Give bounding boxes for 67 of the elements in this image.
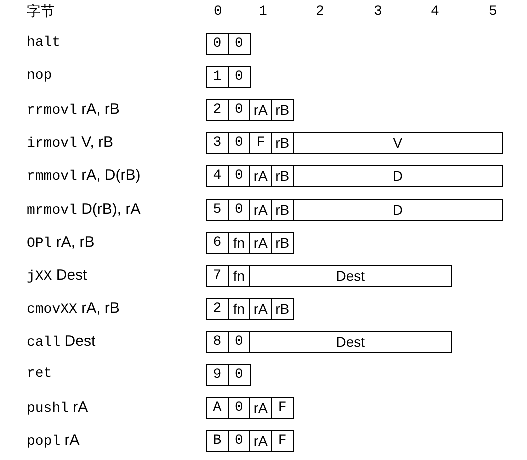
instruction-label: cmovXX rA, rB xyxy=(27,300,120,318)
encoding-cell: rA xyxy=(249,430,272,452)
encoding-cell: 0 xyxy=(228,430,251,452)
encoding-cell: 1 xyxy=(206,66,229,88)
encoding-cell: rA xyxy=(249,198,272,220)
encoding-cell: rA xyxy=(249,397,272,420)
encoding-cell: 0 xyxy=(228,364,251,386)
instruction-label: jXX Dest xyxy=(27,266,88,285)
encoding-cell: A xyxy=(206,397,229,420)
encoding-cell: 0 xyxy=(228,66,251,88)
byte-number: 2 xyxy=(316,4,324,20)
encoding-cell: 0 xyxy=(228,132,251,154)
encoding-cell: B xyxy=(206,430,229,452)
encoding-cell: F xyxy=(271,430,294,452)
instruction-label: OPl rA, rB xyxy=(27,234,95,252)
instruction-label: rrmovl rA, rB xyxy=(27,101,120,120)
encoding-cell: rB xyxy=(271,132,294,154)
encoding-cell: 7 xyxy=(206,264,229,287)
encoding-cell: 2 xyxy=(206,99,229,122)
encoding-cell: 8 xyxy=(206,330,229,353)
byte-number: 0 xyxy=(214,4,222,20)
encoding-cell: rA xyxy=(249,99,272,122)
instruction-label: popl rA xyxy=(27,432,80,450)
byte-number: 3 xyxy=(374,4,382,20)
encoding-cell: fn xyxy=(228,298,251,320)
encoding-cell: rB xyxy=(271,99,294,122)
encoding-cell: Dest xyxy=(249,330,452,353)
instruction-label: rmmovl rA, D(rB) xyxy=(27,167,141,186)
encoding-cell: rA xyxy=(249,298,272,320)
encoding-cell: rA xyxy=(249,165,272,188)
encoding-cell: rB xyxy=(271,198,294,220)
instruction-label: pushl rA xyxy=(27,399,88,418)
instruction-label: ret xyxy=(27,366,52,382)
byte-number: 1 xyxy=(259,4,268,20)
encoding-cell: fn xyxy=(228,264,251,287)
encoding-cell: fn xyxy=(228,232,251,254)
header-label: 字节 xyxy=(27,3,55,21)
encoding-cell: Dest xyxy=(249,264,452,287)
encoding-cell: D xyxy=(292,165,503,188)
encoding-cell: 0 xyxy=(206,33,229,55)
encoding-cell: 0 xyxy=(228,198,251,220)
encoding-cell: D xyxy=(292,198,503,220)
instruction-label: nop xyxy=(27,68,52,84)
encoding-cell: V xyxy=(292,132,503,154)
instruction-label: call Dest xyxy=(27,332,96,351)
encoding-cell: F xyxy=(271,397,294,420)
instruction-label: halt xyxy=(27,35,61,51)
encoding-cell: 6 xyxy=(206,232,229,254)
encoding-cell: 0 xyxy=(228,33,251,55)
encoding-cell: 3 xyxy=(206,132,229,154)
encoding-cell: rB xyxy=(271,232,294,254)
encoding-cell: 0 xyxy=(228,330,251,353)
encoding-cell: 0 xyxy=(228,165,251,188)
encoding-cell: rB xyxy=(271,298,294,320)
encoding-cell: 2 xyxy=(206,298,229,320)
encoding-cell: rA xyxy=(249,232,272,254)
encoding-cell: 9 xyxy=(206,364,229,386)
byte-number: 4 xyxy=(431,4,440,20)
byte-number: 5 xyxy=(489,4,498,20)
encoding-cell: 4 xyxy=(206,165,229,188)
instruction-label: irmovl V, rB xyxy=(27,134,114,152)
instruction-label: mrmovl D(rB), rA xyxy=(27,200,141,218)
encoding-cell: rB xyxy=(271,165,294,188)
encoding-cell: F xyxy=(249,132,272,154)
encoding-cell: 0 xyxy=(228,397,251,420)
encoding-cell: 0 xyxy=(228,99,251,122)
encoding-cell: 5 xyxy=(206,198,229,220)
